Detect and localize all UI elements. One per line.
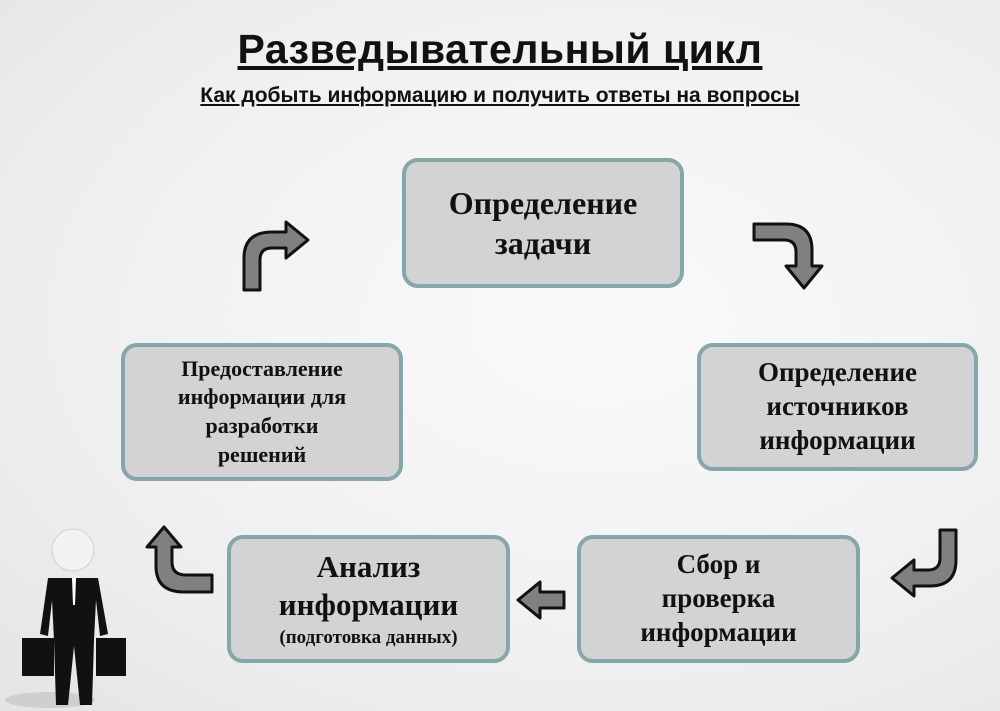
step-text: Анализ (316, 549, 421, 585)
step-text: Предоставление (181, 355, 343, 381)
step-text: Сбор и (676, 549, 761, 580)
step-text: задачи (494, 225, 592, 261)
step-text: информации (759, 424, 916, 455)
arrow-icon-bottom-left (145, 525, 214, 594)
step-text: Определение (448, 185, 638, 221)
briefcase-icon (96, 638, 126, 676)
page-subtitle: Как добыть информацию и получить ответы … (200, 84, 800, 107)
step-collect-verify: Сбор и проверка информации (577, 535, 860, 663)
step-text: проверка (661, 583, 776, 614)
step-text: Определение (757, 357, 918, 388)
arrow-icon-bottom-middle (516, 580, 566, 620)
step-text: информации (640, 616, 797, 647)
arrow-icon-top-left (242, 220, 310, 292)
step-note: (подготовка данных) (279, 626, 458, 648)
step-text: информации (278, 586, 459, 622)
step-text: разработки (205, 413, 319, 438)
step-text: информации для (177, 384, 347, 410)
businessman-figure (5, 528, 126, 708)
arrow-icon-top-right (752, 222, 824, 290)
page-title: Разведывательный цикл (237, 26, 763, 72)
step-analysis: Анализ информации (подготовка данных) (227, 535, 510, 663)
step-text: решений (217, 441, 307, 467)
step-define-task: Определение задачи (402, 158, 684, 288)
step-define-sources: Определение источников информации (697, 343, 978, 471)
briefcase-icon (22, 638, 54, 676)
arrow-icon-bottom-right (890, 528, 958, 598)
step-deliver-info: Предоставление информации для разработки… (121, 343, 403, 481)
step-text: источников (766, 391, 909, 422)
